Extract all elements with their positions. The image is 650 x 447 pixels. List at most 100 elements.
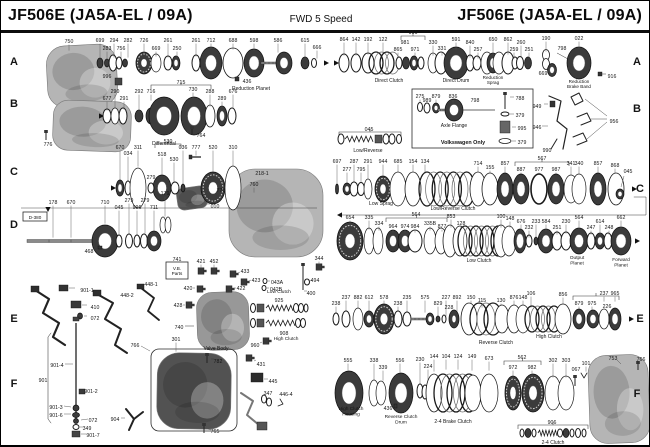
wire-or-linkage (125, 408, 135, 431)
part-number: 045 (115, 205, 124, 211)
part-number: 344 (315, 256, 324, 262)
part-number: 857 (501, 161, 510, 167)
wire-or-linkage (338, 196, 647, 216)
solenoid (269, 339, 272, 343)
part-number: 879 (432, 94, 441, 100)
part-number: 134 (421, 159, 430, 165)
case-photo (616, 388, 644, 431)
part-number: 716 (147, 89, 156, 95)
part-number: 990 (543, 148, 552, 154)
part-ring (295, 318, 301, 328)
part-ring (615, 233, 627, 249)
part-number: 282 (124, 38, 133, 44)
part-ring (180, 183, 186, 193)
part-ring (554, 303, 572, 335)
case-photo (236, 179, 293, 233)
part-ring (311, 58, 317, 68)
part-ring (417, 102, 423, 112)
part-block (78, 388, 86, 395)
case-photo (190, 382, 224, 419)
part-number: 288 (206, 89, 215, 95)
flow-arrow (629, 316, 634, 322)
part-ring (72, 404, 80, 412)
group-label: Low/Reverse Clutch (431, 206, 476, 212)
part-number: 960 (251, 343, 260, 349)
part-number: 379 (518, 140, 527, 146)
part-number: 261 (192, 38, 201, 44)
part-number: 726 (140, 38, 149, 44)
part-number: 901-2 (84, 389, 97, 395)
wire-or-linkage (277, 398, 284, 407)
part-ring (173, 59, 179, 67)
clutch-pack (431, 171, 449, 207)
part-ring (335, 183, 339, 195)
part-ring (204, 104, 216, 128)
part-number: 436 (384, 406, 393, 412)
clutch-pack (418, 171, 436, 207)
part-number: 428 (174, 303, 183, 309)
part-ring (73, 418, 79, 424)
part-ring (530, 173, 548, 205)
row-letter: E (636, 313, 643, 325)
part-number: 944 (379, 159, 388, 165)
part-ring (98, 232, 112, 250)
part-block (114, 77, 123, 86)
part-ring (516, 181, 526, 197)
clutch-pack (457, 225, 473, 257)
group-label: Volkswagen Only (441, 140, 485, 146)
bracket (514, 159, 570, 166)
clutch-pack (535, 305, 551, 333)
part-number: 230 (562, 219, 571, 225)
part-ring (337, 133, 345, 145)
case-photo (210, 329, 242, 346)
leader-line (259, 341, 263, 344)
part-ring (366, 314, 372, 324)
part-ring (449, 104, 459, 116)
part-number: 530 (164, 139, 173, 145)
part-number: 753 (609, 356, 618, 362)
part-ring (460, 302, 478, 336)
part-ring (140, 233, 148, 249)
case-photo (272, 202, 314, 245)
group-label: Reverse Clutch (385, 414, 418, 420)
leader-line (237, 271, 241, 274)
part-ring (575, 428, 581, 438)
part-number: 562 (518, 355, 527, 361)
part-number: 436 (243, 79, 252, 85)
bolt (44, 130, 48, 133)
flow-arrow (111, 185, 116, 191)
part-ring (187, 106, 201, 126)
part-ring (549, 66, 555, 74)
part-ring (219, 110, 225, 122)
part-block (256, 318, 265, 328)
part-ring (298, 303, 304, 313)
part-number: 697 (333, 159, 342, 165)
part-number: 178 (49, 200, 58, 206)
wire-or-linkage (140, 287, 160, 321)
part-number: 251 (525, 47, 534, 53)
solenoid (247, 280, 250, 284)
case-photo (175, 401, 220, 423)
group-label: Planet (614, 262, 628, 268)
leader-line (616, 359, 622, 365)
part-block (188, 154, 193, 160)
case-photo (228, 168, 324, 258)
part-ring (574, 234, 584, 248)
case-photo (156, 352, 232, 430)
group-label: High Clutch (339, 406, 364, 412)
part-number: 227 (442, 295, 451, 301)
clutch-pack (468, 225, 484, 257)
case-photo (587, 354, 649, 444)
part-number: 712 (207, 38, 216, 44)
clutch-pack (474, 225, 489, 257)
part-ring (293, 303, 299, 313)
part-number: 124 (454, 354, 463, 360)
part-number: 777 (192, 145, 201, 151)
part-number: 260 (517, 40, 526, 46)
part-ring (170, 181, 180, 195)
part-number: 984 (411, 224, 420, 230)
part-number: 965 (611, 291, 620, 297)
solenoid (197, 267, 205, 275)
part-ring (350, 53, 362, 73)
part-ring (562, 428, 570, 438)
